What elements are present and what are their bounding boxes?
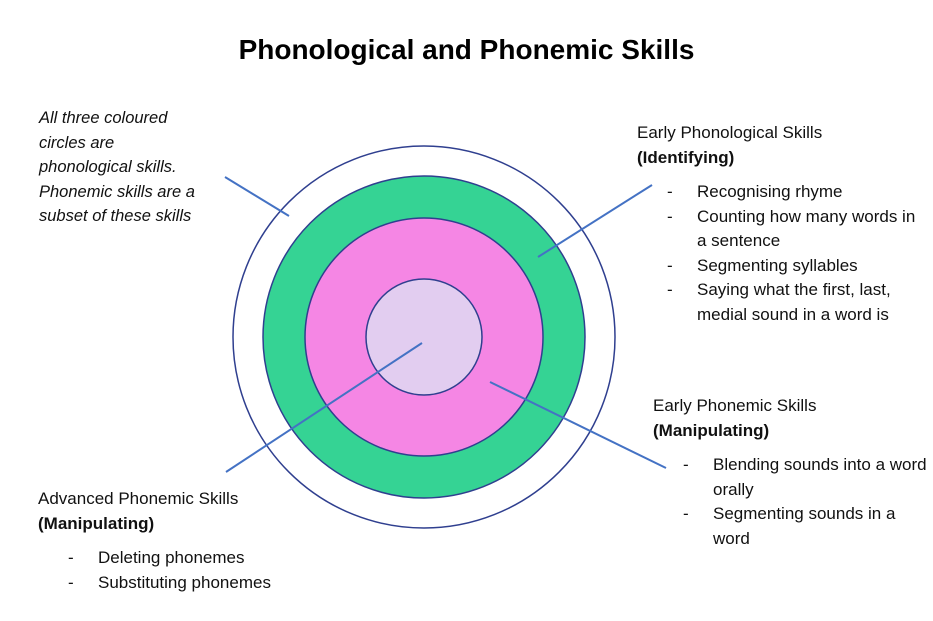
- list-item: - Recognising rhyme: [637, 180, 927, 205]
- note-line: circles are: [39, 133, 115, 152]
- dash-marker: -: [667, 206, 673, 226]
- early-phonemic-subheading: (Manipulating): [653, 420, 770, 440]
- list-item-text: Recognising rhyme: [697, 182, 843, 201]
- list-item: - Substituting phonemes: [38, 571, 358, 596]
- list-item: - Counting how many words in a sentence: [637, 205, 927, 254]
- list-item: - Saying what the first, last, medial sou…: [637, 278, 927, 327]
- advanced-phonemic-subheading: (Manipulating): [38, 513, 155, 533]
- list-item-text: Deleting phonemes: [98, 548, 245, 567]
- list-item-text: Saying what the first, last, medial soun…: [697, 280, 891, 324]
- dash-marker: -: [667, 255, 673, 275]
- list-item: - Segmenting syllables: [637, 254, 927, 279]
- page-title: Phonological and Phonemic Skills: [238, 34, 695, 65]
- circles-note: All three coloured circles are phonologi…: [39, 106, 239, 229]
- note-line: All three coloured: [39, 109, 168, 127]
- advanced-phonemic-list: - Deleting phonemes - Substituting phoneme…: [38, 546, 358, 595]
- dash-marker: -: [683, 504, 689, 523]
- advanced-phonemic-skills-label: Advanced Phonemic Skills (Manipulating) …: [38, 487, 358, 595]
- note-line: subset of these skills: [39, 207, 192, 225]
- early-phonological-connector-line: [537, 184, 653, 258]
- list-item-text: Segmenting syllables: [697, 255, 858, 275]
- list-item: - Blending sounds into a word orally: [653, 453, 928, 502]
- dash-marker: -: [683, 455, 689, 474]
- dash-marker: -: [68, 572, 74, 592]
- early-phonemic-skills-label: Early Phonemic Skills (Manipulating) - Bl…: [653, 394, 928, 551]
- list-item: - Segmenting sounds in a word: [653, 502, 928, 551]
- list-item-text: Substituting phonemes: [98, 572, 271, 592]
- advanced-phonemic-connector-line: [225, 342, 423, 473]
- dash-marker: -: [68, 548, 74, 567]
- early-phonemic-heading: Early Phonemic Skills: [653, 396, 817, 415]
- early-phonological-skills-label: Early Phonological Skills (Identifying) …: [637, 121, 927, 327]
- early-phonological-list: - Recognising rhyme - Counting how many wo…: [637, 180, 927, 327]
- list-item-text: Blending sounds into a word orally: [713, 455, 927, 499]
- note-line: Phonemic skills are a: [39, 182, 195, 201]
- early-phonological-heading: Early Phonological Skills: [637, 123, 823, 142]
- note-line: phonological skills.: [39, 158, 177, 176]
- list-item-text: Counting how many words in a sentence: [697, 206, 916, 251]
- early-phonemic-connector-line: [489, 381, 667, 469]
- early-phonological-subheading: (Identifying): [637, 147, 735, 167]
- dash-marker: -: [667, 182, 673, 201]
- list-item-text: Segmenting sounds in a word: [713, 504, 896, 548]
- note-connector-line: [224, 176, 290, 217]
- list-item: - Deleting phonemes: [38, 546, 358, 571]
- dash-marker: -: [667, 280, 673, 299]
- advanced-phonemic-heading: Advanced Phonemic Skills: [38, 489, 239, 508]
- advanced-phonemic-circle: [365, 278, 483, 396]
- early-phonemic-list: - Blending sounds into a word orally - Seg…: [653, 453, 928, 551]
